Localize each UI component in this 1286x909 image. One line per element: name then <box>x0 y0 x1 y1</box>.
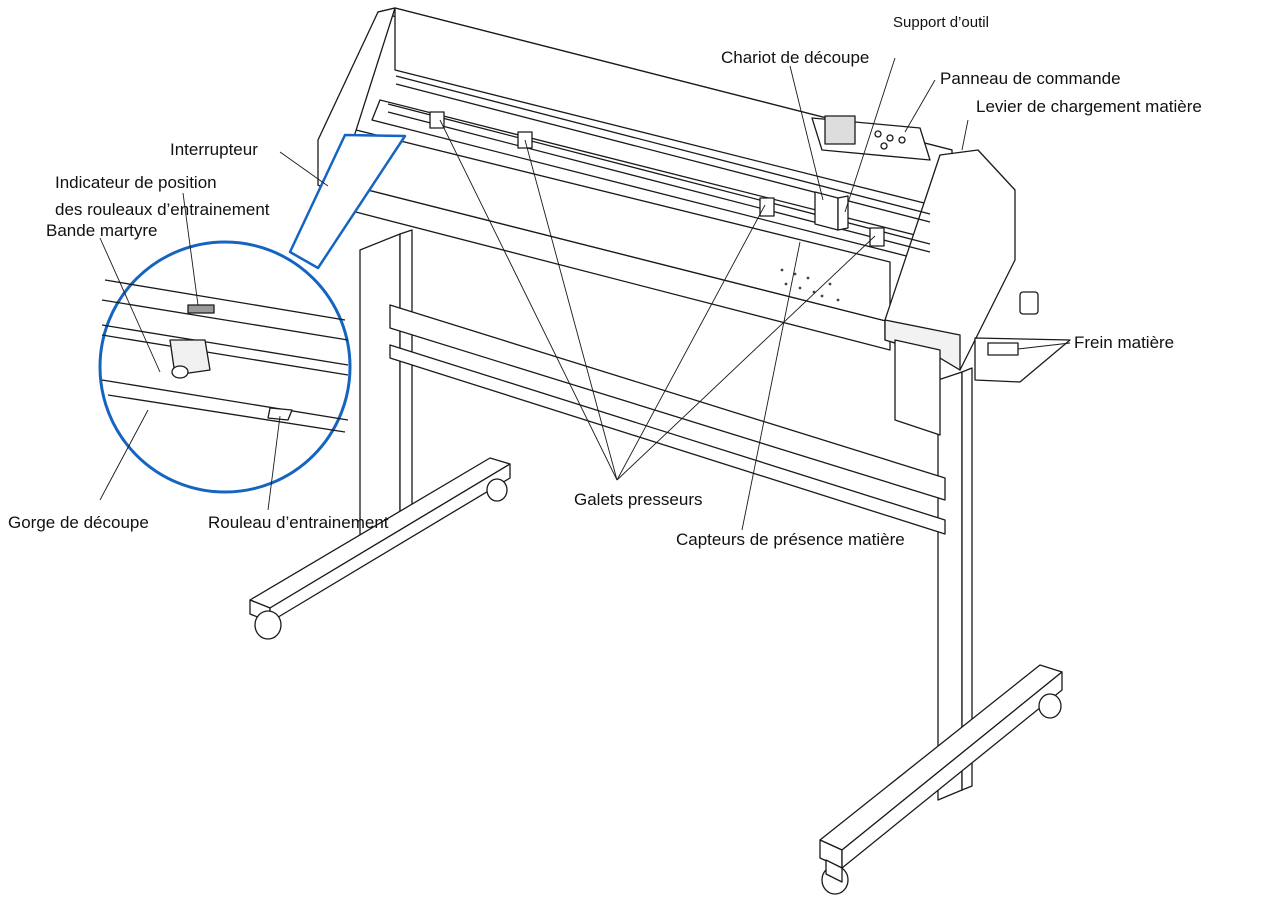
detail-callout <box>98 133 407 494</box>
label-bande-martyre: Bande martyre <box>46 221 158 240</box>
label-rouleau: Rouleau d’entrainement <box>208 513 389 532</box>
control-panel <box>811 115 931 161</box>
label-indicateur-line2: des rouleaux d’entrainement <box>55 200 270 219</box>
label-capteurs: Capteurs de présence matière <box>676 530 905 549</box>
pinch-rollers <box>429 111 885 247</box>
label-interrupteur: Interrupteur <box>170 140 258 159</box>
right-stand <box>819 367 1063 895</box>
label-galets: Galets presseurs <box>574 490 703 509</box>
cross-bars <box>389 304 946 535</box>
plotter-body <box>317 7 1071 436</box>
leader-lines <box>99 57 1071 531</box>
left-stand <box>249 229 511 640</box>
label-indicateur-line1: Indicateur de position <box>55 173 217 192</box>
label-levier: Levier de chargement matière <box>976 97 1202 116</box>
cutting-carriage <box>814 191 849 231</box>
label-chariot: Chariot de découpe <box>721 48 870 67</box>
label-frein: Frein matière <box>1074 333 1175 352</box>
media-sensors <box>780 268 840 302</box>
label-panneau: Panneau de commande <box>940 69 1121 88</box>
label-support-outil: Support d’outil <box>893 14 989 31</box>
label-gorge: Gorge de découpe <box>8 513 149 532</box>
